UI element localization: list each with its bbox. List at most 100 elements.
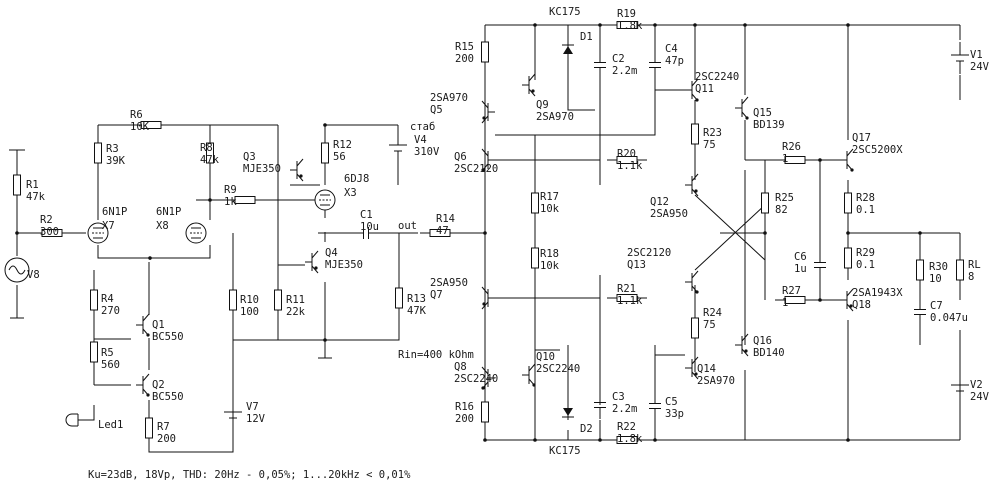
x3-part: 6DJ8	[344, 173, 369, 185]
r21-label: R21	[617, 283, 636, 295]
transistor-q5	[481, 100, 495, 124]
d2-part: KC175	[549, 445, 581, 457]
r15-label: R15	[455, 41, 474, 53]
q3-part: MJE350	[243, 163, 281, 175]
capacitor-c6	[814, 251, 826, 279]
resistor-r11	[274, 280, 282, 320]
q13-part: 2SC2120	[627, 247, 671, 259]
rl-value: 8	[968, 271, 974, 283]
capacitor-c1	[352, 227, 380, 239]
q1-name: Q1	[152, 319, 165, 331]
r17-value: 10k	[540, 203, 560, 215]
v4-value: 310V	[414, 146, 440, 158]
source-v1	[951, 42, 969, 74]
c3-value: 2.2m	[612, 403, 637, 415]
transistor-q13	[685, 270, 699, 294]
transistor-q14	[685, 356, 699, 380]
resistor-r2	[32, 229, 72, 237]
r16-label: R16	[455, 401, 474, 413]
c4-value: 47p	[665, 55, 684, 67]
r12-value: 56	[333, 151, 346, 163]
r8-label: R8	[200, 142, 213, 154]
v8-label: V8	[27, 269, 40, 281]
r26-value: 1	[782, 153, 788, 165]
resistor-r10	[229, 280, 237, 320]
r12-label: R12	[333, 139, 352, 151]
r14-label: R14	[436, 213, 455, 225]
source-v2	[951, 372, 969, 404]
r17-label: R17	[540, 191, 559, 203]
r6-value: 10K	[130, 121, 150, 133]
c1-value: 10u	[360, 221, 379, 233]
capacitor-c3	[594, 391, 606, 419]
r8-value: 47k	[200, 154, 220, 166]
q16-part: BD140	[753, 347, 785, 359]
r29-label: R29	[856, 247, 875, 259]
r9-value: 1k	[224, 196, 237, 208]
transistor-q3	[290, 158, 304, 182]
source-v8	[4, 257, 30, 283]
r5-label: R5	[101, 347, 114, 359]
r27-label: R27	[782, 285, 801, 297]
q14-part: 2SA970	[697, 375, 735, 387]
resistor-r5	[90, 332, 98, 372]
transistor-q4	[305, 250, 319, 274]
q13-name: Q13	[627, 259, 646, 271]
r23-value: 75	[703, 139, 716, 151]
v7-label: V7	[246, 401, 259, 413]
r11-label: R11	[286, 294, 305, 306]
c2-label: C2	[612, 53, 625, 65]
q10-part: 2SC2240	[536, 363, 580, 375]
r3-value: 39K	[106, 155, 126, 167]
v1-label: V1	[970, 49, 983, 61]
resistor-r12	[321, 133, 329, 173]
out-net-label: out	[398, 220, 417, 232]
q14-name: Q14	[697, 363, 716, 375]
resistor-r25	[761, 183, 769, 223]
c4-label: C4	[665, 43, 678, 55]
resistor-r17	[531, 183, 539, 223]
tube-x7	[87, 222, 109, 244]
q5-part: 2SA970	[430, 92, 468, 104]
r4-value: 270	[101, 305, 120, 317]
r1-value: 47k	[26, 191, 46, 203]
wires	[9, 23, 961, 453]
resistor-r28	[844, 183, 852, 223]
r7-label: R7	[157, 421, 170, 433]
r30-label: R30	[929, 261, 948, 273]
v4-note: стаб	[410, 121, 435, 133]
r28-label: R28	[856, 192, 875, 204]
r26-label: R26	[782, 141, 801, 153]
q16-name: Q16	[753, 335, 772, 347]
resistor-r20	[607, 156, 647, 164]
r6-label: R6	[130, 109, 143, 121]
r7-value: 200	[157, 433, 176, 445]
r27-value: 1	[782, 297, 788, 309]
r29-value: 0.1	[856, 259, 875, 271]
transistor-q9	[522, 73, 536, 97]
q6-name: Q6	[454, 151, 467, 163]
r9-label: R9	[224, 184, 237, 196]
resistor-r30	[916, 250, 924, 290]
c7-label: C7	[930, 300, 943, 312]
resistor-r18	[531, 238, 539, 278]
components	[4, 21, 969, 448]
r13-label: R13	[407, 293, 426, 305]
tube-x3	[314, 189, 336, 211]
x8-part: 6N1P	[156, 206, 181, 218]
transistor-q12	[685, 173, 699, 197]
r30-value: 10	[929, 273, 942, 285]
resistor-rl	[956, 250, 964, 290]
resistor-r9	[225, 196, 265, 204]
c5-label: C5	[665, 396, 678, 408]
resistor-r27	[775, 296, 815, 304]
x7-part: 6N1P	[102, 206, 127, 218]
q2-name: Q2	[152, 379, 165, 391]
q18-name: Q18	[852, 299, 871, 311]
c3-label: C3	[612, 391, 625, 403]
r11-value: 22k	[286, 306, 306, 318]
c1-label: C1	[360, 209, 373, 221]
q17-name: Q17	[852, 132, 871, 144]
r18-label: R18	[540, 248, 559, 260]
